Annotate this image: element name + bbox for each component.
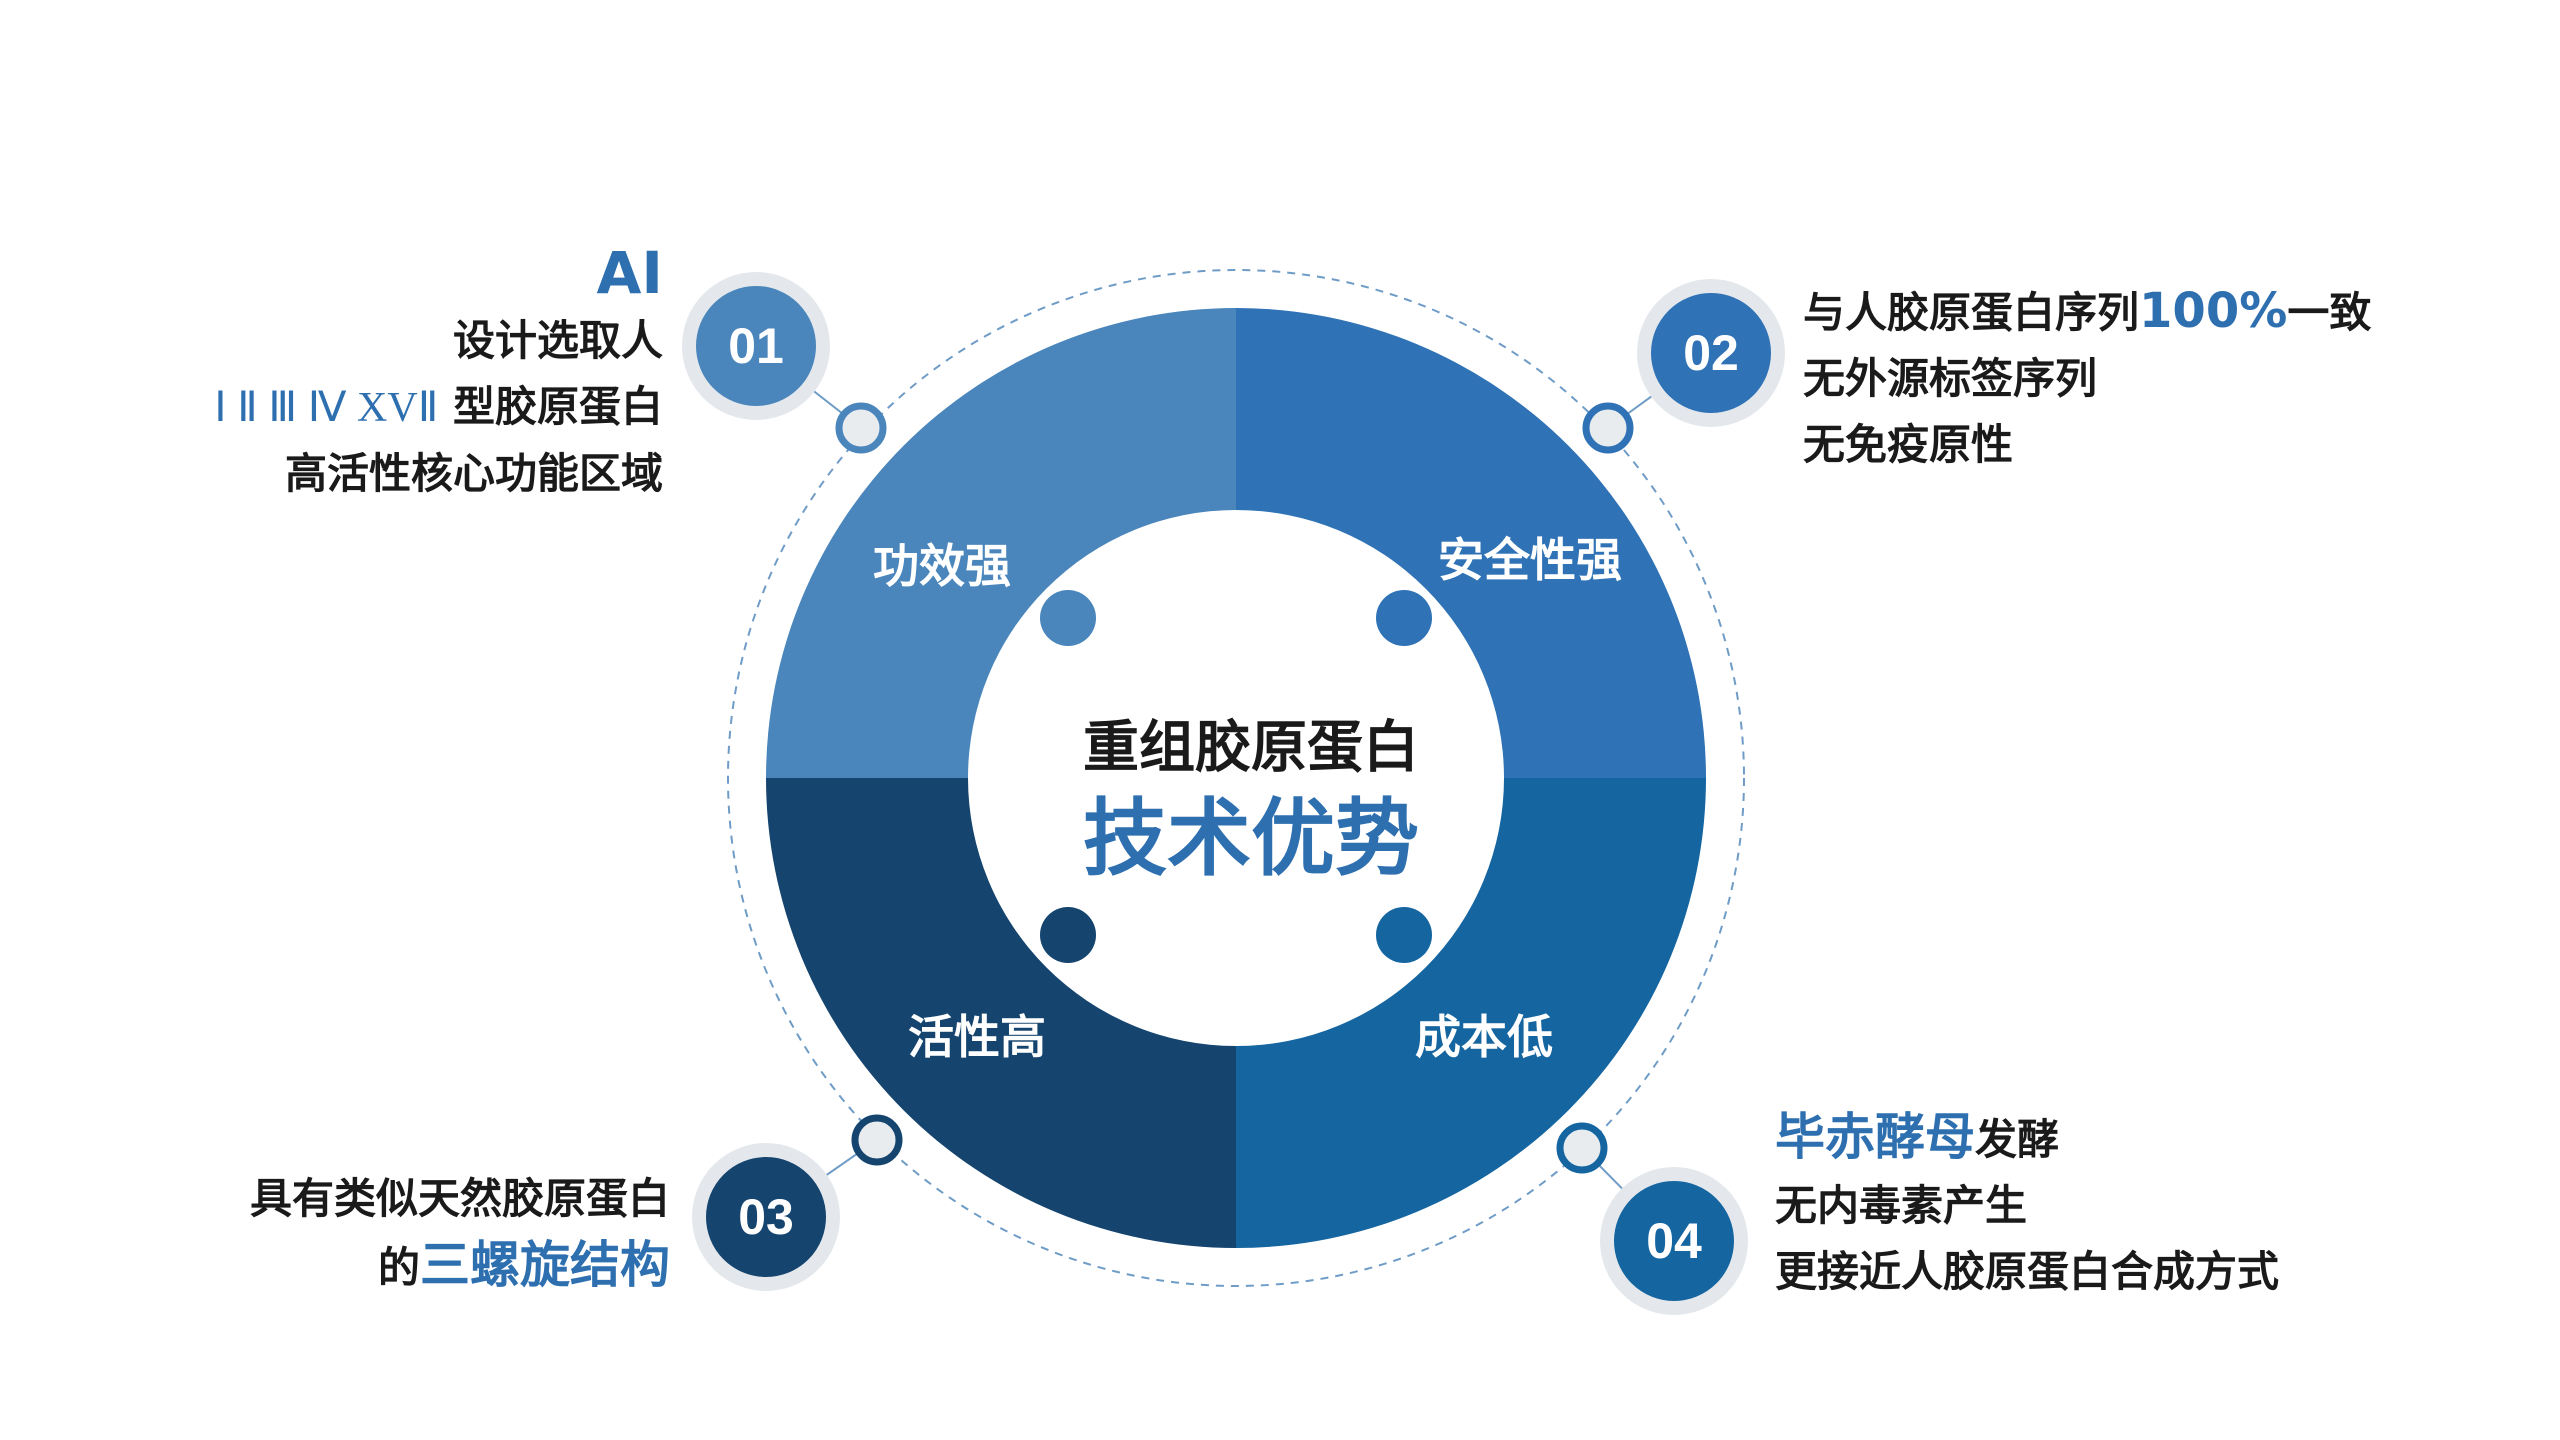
dashed-orbit — [727, 269, 1745, 1287]
point-03-line-part: 的 — [377, 1243, 420, 1292]
badge-03: 03 — [692, 1143, 840, 1291]
point-03-line: 具有类似天然胶原蛋白 — [249, 1174, 670, 1223]
segment-label-cost: 成本低 — [1415, 1010, 1553, 1064]
point-03-line: 的三螺旋结构 — [250, 1232, 670, 1301]
point-04-line: 无内毒素产生 — [1775, 1181, 2028, 1230]
puzzle-knob — [1242, 372, 1298, 428]
puzzle-knob — [1572, 790, 1628, 846]
badge-04: 04 — [1600, 1167, 1748, 1315]
badge-02: 02 — [1637, 279, 1785, 427]
point-01-line: 高活性核心功能区域 — [284, 449, 663, 498]
point-02-line: 无免疫原性 — [1803, 420, 2014, 469]
puzzle-knob — [1376, 907, 1432, 963]
puzzle-knob — [1168, 1112, 1224, 1168]
node-03 — [851, 1114, 903, 1166]
point-04-line-part: 发酵 — [1975, 1115, 2060, 1164]
segment-top-right — [1236, 308, 1706, 778]
point-04-text: 毕赤酵母发酵 无内毒素产生 更接近人胶原蛋白合成方式 — [1775, 1104, 2279, 1305]
node-01 — [835, 402, 887, 454]
badge-01: 01 — [682, 272, 830, 420]
point-04-line: 毕赤酵母发酵 — [1775, 1104, 2279, 1173]
puzzle-knob — [1040, 907, 1096, 963]
segment-bottom-left — [766, 778, 1236, 1248]
node-04 — [1556, 1122, 1608, 1174]
center-subtitle: 技术优势 — [1082, 789, 1420, 888]
center-title: 重组胶原蛋白 — [1083, 715, 1419, 781]
node-02 — [1582, 402, 1634, 454]
point-02-text: 与人胶原蛋白序列100%一致 无外源标签序列 无免疫原性 — [1803, 278, 2371, 478]
puzzle-knob — [829, 710, 885, 766]
segment-top-left — [766, 308, 1236, 778]
point-02-line: 与人胶原蛋白序列100%一致 — [1803, 278, 2371, 346]
point-01-text: AI 设计选取人 Ⅰ Ⅱ Ⅲ Ⅳ XVⅡ 型胶原蛋白 高活性核心功能区域 — [214, 238, 663, 507]
puzzle-knob — [1376, 590, 1432, 646]
point-03-text: 具有类似天然胶原蛋白 的三螺旋结构 — [250, 1166, 670, 1301]
segment-label-activity: 活性高 — [908, 1010, 1046, 1064]
roman-types: Ⅰ Ⅱ Ⅲ Ⅳ XVⅡ — [214, 385, 439, 431]
segment-label-efficacy: 功效强 — [873, 539, 1011, 593]
highlight-pichia: 毕赤酵母 — [1775, 1108, 1975, 1166]
point-02-line-part: 与人胶原蛋白序列 — [1803, 288, 2140, 337]
highlight-100: 100% — [2139, 283, 2288, 339]
point-01-line-part: 型胶原蛋白 — [452, 382, 663, 431]
segment-label-safety: 安全性强 — [1438, 533, 1622, 587]
puzzle-knob — [1040, 590, 1096, 646]
point-01-line: 设计选取人 — [452, 316, 663, 365]
point-01-line: Ⅰ Ⅱ Ⅲ Ⅳ XVⅡ 型胶原蛋白 — [214, 374, 663, 441]
point-04-line: 更接近人胶原蛋白合成方式 — [1775, 1247, 2280, 1296]
point-02-line-part: 一致 — [2287, 288, 2372, 337]
segment-bottom-right — [1236, 778, 1706, 1248]
point-02-line: 无外源标签序列 — [1803, 354, 2098, 403]
highlight-triple-helix: 三螺旋结构 — [420, 1236, 670, 1294]
point-01-line: AI — [596, 239, 663, 307]
